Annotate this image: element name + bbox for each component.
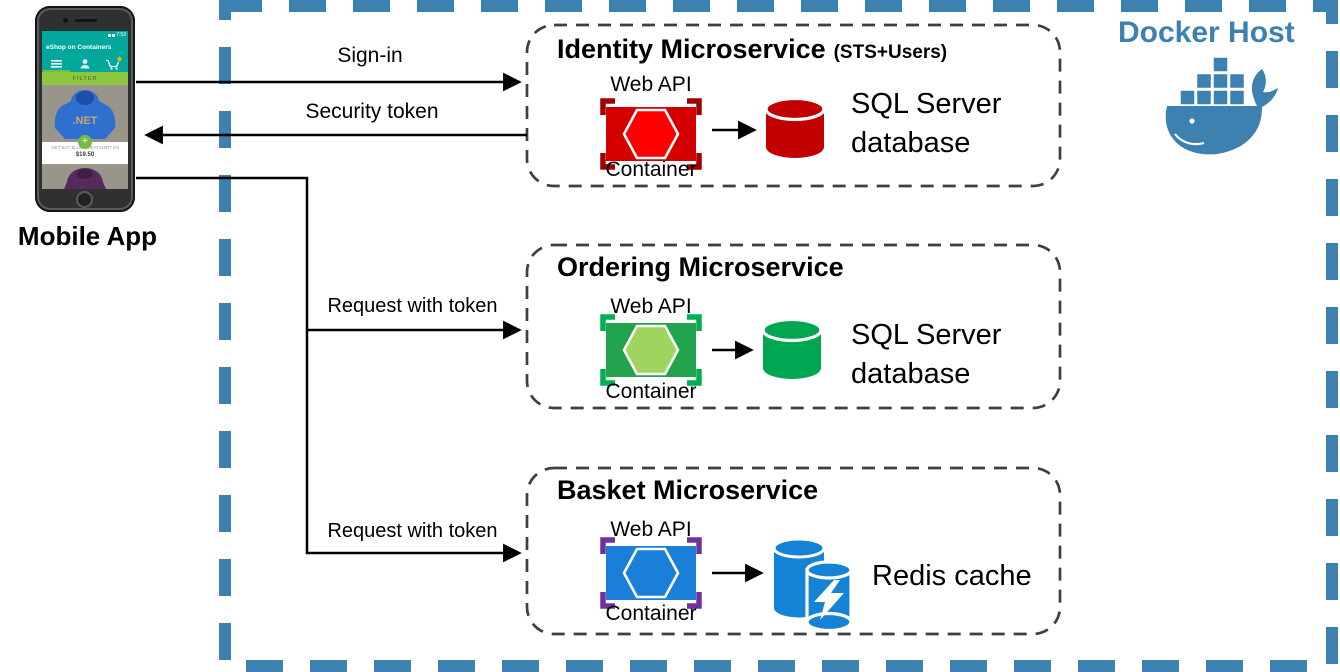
filter-button: FILTER xyxy=(42,72,128,85)
container-label: Container xyxy=(605,602,697,625)
signal-icon xyxy=(108,33,112,37)
web-api-label: Web API xyxy=(610,295,692,318)
container-brackets xyxy=(600,98,702,170)
web-api-label: Web API xyxy=(610,73,692,96)
purple-hoodie-image xyxy=(64,168,106,189)
app-bar-title: eShop on Containers xyxy=(46,44,112,51)
home-button xyxy=(76,191,93,208)
phone-screen: 7:53 eShop on Containers xyxy=(42,31,128,189)
basket-service-title: Basket Microservice xyxy=(557,475,819,505)
docker-host-border xyxy=(219,0,1338,672)
request-with-token-label-basket: Request with token xyxy=(327,520,498,542)
container-icon xyxy=(600,314,702,386)
sql-server-database-label: SQL Server database xyxy=(851,88,1002,159)
hoodie-image: .NET xyxy=(54,90,116,139)
whale-body xyxy=(1165,69,1278,155)
product-price: $19.50 xyxy=(42,152,128,164)
status-time: 7:53 xyxy=(116,31,126,38)
second-product-image xyxy=(42,164,128,189)
hexagon-glyph xyxy=(622,108,680,160)
add-to-cart-button: + xyxy=(78,135,92,149)
whale-smile xyxy=(1174,133,1205,146)
net-logo-text: .NET xyxy=(72,115,97,127)
phone-camera xyxy=(63,18,68,23)
cart-badge xyxy=(117,56,122,62)
whale-eye xyxy=(1189,118,1195,124)
container-label: Container xyxy=(605,158,697,181)
security-token-label: Security token xyxy=(305,100,439,123)
sql-database-icon xyxy=(764,96,826,158)
app-bar: eShop on Containers xyxy=(42,39,128,56)
sql-server-database-label: SQL Server database xyxy=(851,319,1002,390)
container-brackets xyxy=(600,314,702,386)
tab-icons xyxy=(43,56,122,72)
request-with-token-label-ordering: Request with token xyxy=(327,295,498,317)
redis-cache-icon xyxy=(772,537,853,633)
product-image: .NET xyxy=(42,85,128,142)
mobile-phone: 7:53 eShop on Containers xyxy=(35,6,135,212)
identity-service-box xyxy=(525,23,1062,188)
hexagon-glyph xyxy=(622,547,680,599)
container-brackets xyxy=(600,537,702,609)
docker-host-title: Docker Host xyxy=(1118,16,1295,49)
phone-speaker xyxy=(75,19,97,22)
tab-bar xyxy=(42,56,128,72)
battery-icon xyxy=(112,33,116,37)
redis-cache-label: Redis cache xyxy=(872,560,1032,592)
cart-icon xyxy=(106,56,122,70)
ordering-service-box xyxy=(525,243,1062,410)
status-bar: 7:53 xyxy=(42,31,128,39)
container-label: Container xyxy=(605,380,697,403)
docker-whale-icon xyxy=(1165,56,1278,155)
active-tab-indicator xyxy=(43,70,70,72)
sign-in-label: Sign-in xyxy=(337,44,403,67)
ordering-service-title: Ordering Microservice xyxy=(557,252,844,282)
identity-service-title-suffix: (STS+Users) xyxy=(833,42,948,63)
web-api-label: Web API xyxy=(610,518,692,541)
identity-service-title: Identity Microservice(STS+Users) xyxy=(557,34,948,64)
profile-icon xyxy=(80,59,90,69)
menu-icon xyxy=(51,60,62,68)
filter-button-label: FILTER xyxy=(72,75,98,82)
request-token-basket-arrow xyxy=(136,176,522,563)
container-icon xyxy=(600,98,702,170)
basket-service-box xyxy=(525,466,1062,636)
container-icon xyxy=(600,537,702,609)
mobile-app-label: Mobile App xyxy=(17,221,158,251)
sql-database-icon xyxy=(761,317,823,379)
front-cylinder xyxy=(805,560,853,633)
lightning-bolt-glyph xyxy=(814,580,844,620)
hexagon-glyph xyxy=(622,324,680,376)
